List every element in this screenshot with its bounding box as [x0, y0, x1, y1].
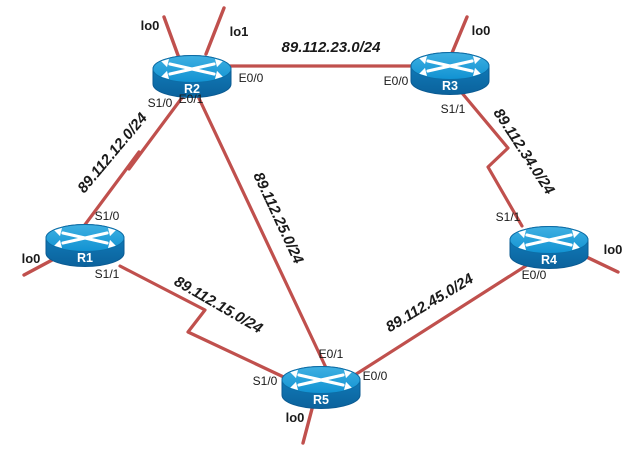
ethernet-link-r2-r5 [194, 90, 330, 374]
interface-label-r5-s1-0: S1/0 [253, 374, 278, 388]
loopback-stub-r2-lo0 [162, 15, 181, 60]
interface-label-r4-s1-1: S1/1 [496, 210, 521, 224]
router-label-r2: R2 [184, 82, 200, 96]
router-label-r4: R4 [541, 253, 557, 267]
loopback-stub-r1-lo0 [22, 257, 56, 277]
loopback-label-r1-lo0: lo0 [22, 251, 41, 266]
interface-label-r1-s1-0: S1/0 [95, 209, 120, 223]
loopback-stub-r2-lo1 [204, 6, 226, 56]
loopback-label-r5-lo0: lo0 [286, 410, 305, 425]
loopback-label-r2-lo1: lo1 [230, 24, 249, 39]
interface-label-r2-s1-0: S1/0 [148, 96, 173, 110]
interface-label-r5-e0-1: E0/1 [319, 347, 344, 361]
network-label-89-112-23: 89.112.23.0/24 [282, 39, 382, 56]
ethernet-link-r5-r4 [348, 258, 537, 380]
serial-link-r3-r4 [460, 91, 524, 228]
interface-label-r3-e0-0: E0/0 [384, 74, 409, 88]
router-label-r5: R5 [313, 393, 329, 407]
interface-label-r2-e0-1: E0/1 [179, 92, 204, 106]
loopback-stub-r3-lo0 [450, 15, 469, 55]
serial-link-r1-r2 [82, 93, 186, 228]
interface-label-r3-s1-1: S1/1 [441, 102, 466, 116]
loopback-label-r4-lo0: lo0 [604, 242, 623, 257]
interface-label-r2-e0-0: E0/0 [239, 71, 264, 85]
interface-label-r4-e0-0: E0/0 [522, 268, 547, 282]
interface-label-r1-s1-1: S1/1 [95, 267, 120, 281]
loopback-label-r2-lo0: lo0 [141, 18, 160, 33]
router-label-r3: R3 [442, 79, 458, 93]
router-label-r1: R1 [77, 251, 93, 265]
serial-link-r1-r5 [118, 264, 292, 382]
loopback-stub-r5-lo0 [301, 403, 315, 445]
loopback-label-r3-lo0: lo0 [472, 23, 491, 38]
interface-label-r5-e0-0: E0/0 [363, 369, 388, 383]
